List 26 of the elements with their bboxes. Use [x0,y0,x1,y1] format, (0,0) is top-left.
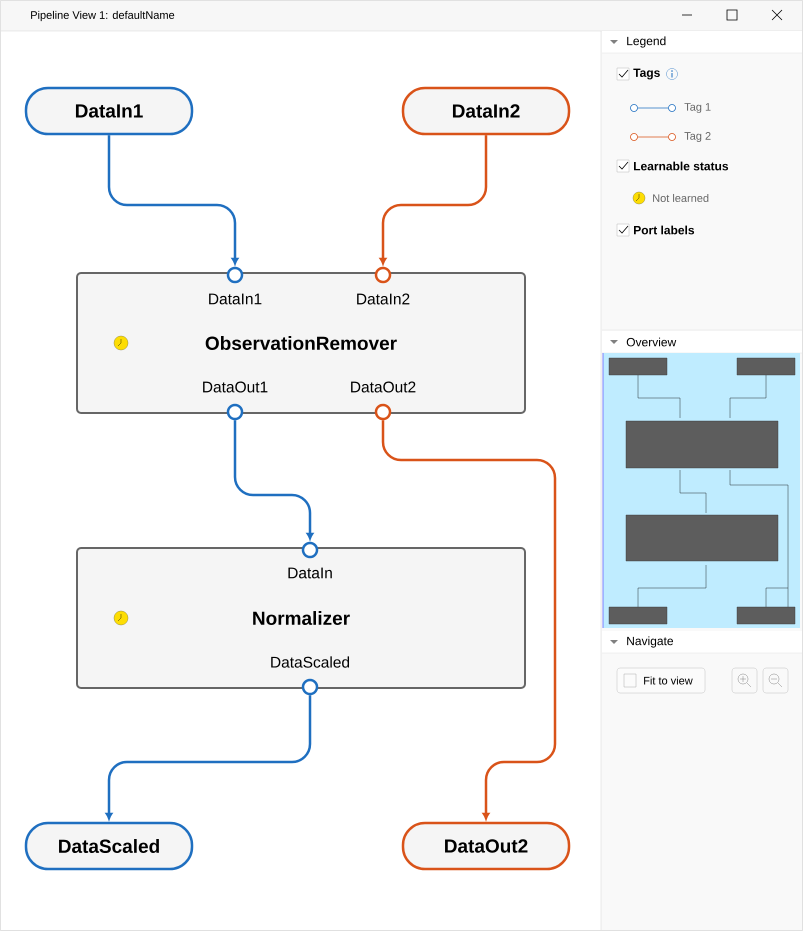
fit-to-view-button: Fit to view [616,668,706,694]
checkbox-label: Tags [633,68,660,80]
section-title: Legend [627,36,666,48]
node-label: DataIn1 [209,294,262,304]
checkbox-label: Learnable status [634,162,728,170]
terminal-node: DataScaled [24,822,194,870]
connector-arrow [105,695,312,820]
legend-label: Tag 2 [684,132,711,142]
connector-arrow [379,135,488,265]
legend-label: Not learned [653,194,708,202]
node-label: DataScaled [271,656,350,668]
connector-arrow [108,135,239,265]
node-label: DataIn [288,568,332,578]
terminal-node: DataIn2 [402,86,570,136]
window-title: Pipeline View 1: defaultName [31,10,174,22]
checkbox-label: Port labels [634,226,694,234]
connector-arrow [234,420,314,540]
terminal-node: DataOut2 [402,822,570,870]
node-label: DataIn2 [357,294,410,304]
terminal-node: DataIn1 [24,86,194,136]
section-title: Navigate [627,636,674,648]
node-label: DataOut2 [351,382,416,392]
legend-label: Tag 1 [684,103,711,113]
connector-arrow [382,420,556,820]
section-title: Overview [626,338,676,346]
node-label: DataOut1 [203,382,268,392]
